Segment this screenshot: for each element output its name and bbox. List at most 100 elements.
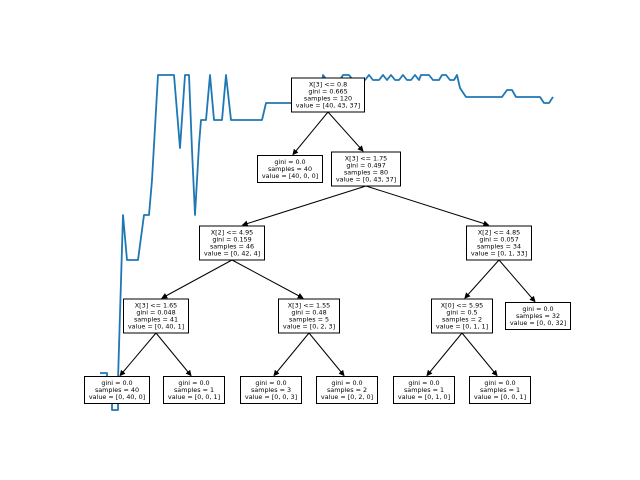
node-text-line: value = [0, 0, 1]	[474, 393, 526, 401]
node-text-line: value = [0, 40, 1]	[128, 323, 184, 331]
tree-edge-n7-n14	[461, 332, 498, 377]
node-text-line: samples = 2	[442, 316, 482, 324]
node-text-line: gini = 0.0	[331, 379, 362, 387]
node-box	[199, 225, 265, 261]
tree-edge-n5-n9	[119, 332, 157, 377]
node-box	[331, 151, 401, 187]
node-text-line: gini = 0.0	[101, 379, 132, 387]
node-text-line: samples = 32	[516, 312, 560, 320]
node-text-line: samples = 1	[480, 386, 520, 394]
node-text-line: value = [0, 1, 33]	[471, 250, 527, 258]
node-text-line: X[3] <= 1.75	[345, 155, 387, 163]
node-text-line: samples = 1	[404, 386, 444, 394]
node-text-line: samples = 3	[251, 386, 291, 394]
node-box	[240, 376, 302, 404]
node-text-line: value = [0, 43, 37]	[336, 176, 396, 184]
tree-edge-n4-n8	[498, 259, 536, 303]
node-text-line: X[2] <= 4.95	[211, 229, 253, 237]
node-text-line: gini = 0.665	[308, 88, 347, 96]
tree-edge-n5-n10	[155, 332, 192, 377]
node-box	[257, 155, 323, 183]
node-text-line: gini = 0.048	[136, 309, 175, 317]
tree-edge-n0-n2	[327, 111, 364, 152]
node-box	[505, 302, 571, 330]
node-text-line: value = [0, 0, 3]	[245, 393, 297, 401]
tree-edge-n7-n13	[426, 332, 463, 377]
node-text-line: value = [0, 0, 1]	[168, 393, 220, 401]
background-trace-line	[100, 74, 554, 411]
tree-edge-n4-n7	[464, 259, 500, 299]
node-text-line: samples = 80	[344, 169, 388, 177]
node-text-line: value = [0, 1, 0]	[398, 393, 450, 401]
tree-edges	[119, 111, 536, 377]
node-box	[469, 376, 531, 404]
node-text-line: X[3] <= 1.65	[135, 302, 177, 310]
node-text-line: samples = 34	[477, 243, 521, 251]
node-text-line: gini = 0.0	[408, 379, 439, 387]
node-text-line: gini = 0.48	[291, 309, 326, 317]
node-text-line: samples = 1	[174, 386, 214, 394]
node-text-line: gini = 0.159	[212, 236, 251, 244]
node-box	[84, 376, 150, 404]
node-text-line: gini = 0.0	[178, 379, 209, 387]
node-text-line: value = [40, 0, 0]	[262, 172, 318, 180]
node-text-line: value = [0, 42, 4]	[204, 250, 260, 258]
node-text-line: value = [0, 40, 0]	[89, 393, 145, 401]
node-text-line: samples = 40	[268, 165, 312, 173]
node-box	[163, 376, 225, 404]
node-text-line: samples = 40	[95, 386, 139, 394]
node-text-line: X[3] <= 1.55	[288, 302, 330, 310]
node-box	[291, 77, 365, 113]
node-text-line: samples = 2	[327, 386, 367, 394]
node-text-line: value = [40, 43, 37]	[296, 102, 360, 110]
node-text-line: gini = 0.0	[274, 158, 305, 166]
node-text-line: value = [0, 2, 3]	[283, 323, 335, 331]
node-text-line: samples = 5	[289, 316, 329, 324]
node-text-line: value = [0, 0, 32]	[510, 319, 566, 327]
node-box	[431, 298, 493, 334]
node-text-line: gini = 0.0	[255, 379, 286, 387]
tree-edge-n6-n11	[273, 332, 310, 377]
node-text-line: gini = 0.057	[479, 236, 518, 244]
node-text-line: samples = 120	[304, 95, 352, 103]
tree-edge-n2-n3	[241, 185, 367, 227]
node-text-line: X[2] <= 4.85	[478, 229, 520, 237]
tree-edge-n6-n12	[308, 332, 345, 377]
tree-edge-n3-n5	[161, 259, 233, 299]
node-text-line: X[3] <= 0.8	[309, 81, 347, 89]
node-box	[123, 298, 189, 334]
node-box	[316, 376, 378, 404]
node-text-line: X[0] <= 5.95	[441, 302, 483, 310]
node-text-line: gini = 0.5	[446, 309, 477, 317]
node-text-line: samples = 46	[210, 243, 254, 251]
node-text-line: gini = 0.0	[484, 379, 515, 387]
node-box	[393, 376, 455, 404]
node-text-line: gini = 0.497	[346, 162, 385, 170]
tree-edge-n2-n4	[365, 185, 490, 227]
node-text-line: value = [0, 2, 0]	[321, 393, 373, 401]
node-text-line: samples = 41	[134, 316, 178, 324]
tree-edge-n3-n6	[231, 259, 304, 299]
node-box	[466, 225, 532, 261]
node-box	[278, 298, 340, 334]
node-text-line: gini = 0.0	[522, 305, 553, 313]
tree-edge-n0-n1	[292, 111, 329, 156]
node-text-line: value = [0, 1, 1]	[436, 323, 488, 331]
